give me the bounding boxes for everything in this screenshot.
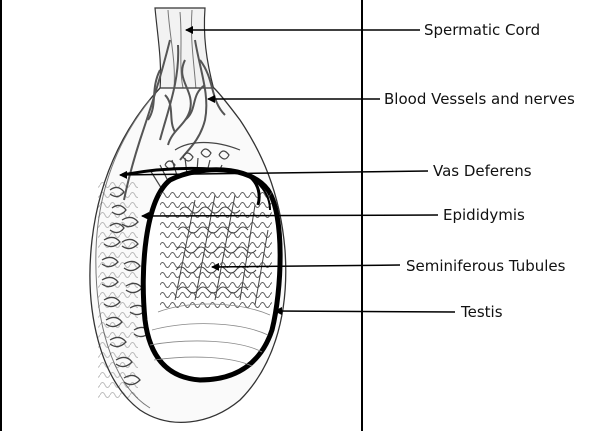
leader-seminiferous-tubules: [211, 262, 401, 271]
leader-epididymis: [141, 211, 439, 220]
label-blood-vessels: Blood Vessels and nerves: [384, 90, 575, 108]
blood-vessels-network: [123, 39, 226, 201]
lower-testis-region: [149, 303, 271, 367]
label-vas-deferens: Vas Deferens: [433, 162, 532, 180]
label-seminiferous-tubules: Seminiferous Tubules: [406, 257, 566, 275]
label-epididymis: Epididymis: [443, 206, 525, 224]
leader-testis: [274, 307, 456, 316]
leader-vas-deferens: [119, 170, 429, 179]
vas-deferens-line: [121, 166, 261, 206]
epididymis-coils: [98, 180, 151, 400]
label-testis: Testis: [461, 303, 503, 321]
leader-lines: [119, 26, 456, 316]
seminiferous-tubules: [160, 190, 272, 310]
label-spermatic-cord: Spermatic Cord: [424, 21, 541, 39]
